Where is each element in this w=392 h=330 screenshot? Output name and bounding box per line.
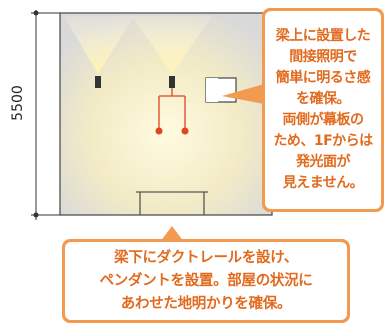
pendant-lamp-right: [181, 127, 189, 135]
uplight-beam-right: [132, 16, 212, 74]
indirect-lighting-callout-text: 梁上に設置した 間接照明で 簡単に明るさ感 を確保。 両側が幕板の ため、1Fか…: [265, 11, 381, 209]
callout-line: 両側が幕板の: [282, 112, 365, 128]
uplight-fixture-right: [169, 76, 175, 88]
callout-line: あわせた地明かりを確保。: [120, 295, 292, 312]
callout-right-pointer: [222, 84, 264, 104]
pendant-lights: [158, 88, 186, 128]
pendant-lighting-callout: 梁下にダクトレールを設け、 ペンダントを設置。部屋の状況に あわせた地明かりを確…: [62, 239, 350, 323]
height-dimension-label: 5500: [10, 85, 26, 121]
callout-line: 間接照明で: [289, 49, 357, 65]
uplight-beam-left: [64, 16, 134, 74]
callout-line: ため、1Fからは: [273, 133, 373, 149]
callout-line: 見えません。: [282, 175, 364, 191]
dimension-line: [31, 10, 60, 220]
indirect-lighting-callout: 梁上に設置した 間接照明で 簡単に明るさ感 を確保。 両側が幕板の ため、1Fか…: [262, 8, 384, 212]
callout-line: 梁下にダクトレールを設け、: [114, 249, 298, 266]
callout-line: 発光面が: [296, 154, 351, 170]
pendant-lighting-callout-text: 梁下にダクトレールを設け、 ペンダントを設置。部屋の状況に あわせた地明かりを確…: [65, 242, 347, 320]
callout-line: 梁上に設置した: [275, 28, 371, 44]
callout-bottom-pointer: [160, 226, 184, 242]
pendant-lamp-left: [155, 127, 163, 135]
callout-line: ペンダントを設置。部屋の状況に: [99, 272, 313, 289]
dining-table: [136, 191, 208, 215]
callout-line: 簡単に明るさ感: [275, 70, 371, 86]
callout-line: を確保。: [296, 91, 351, 107]
uplight-fixture-left: [95, 76, 101, 88]
